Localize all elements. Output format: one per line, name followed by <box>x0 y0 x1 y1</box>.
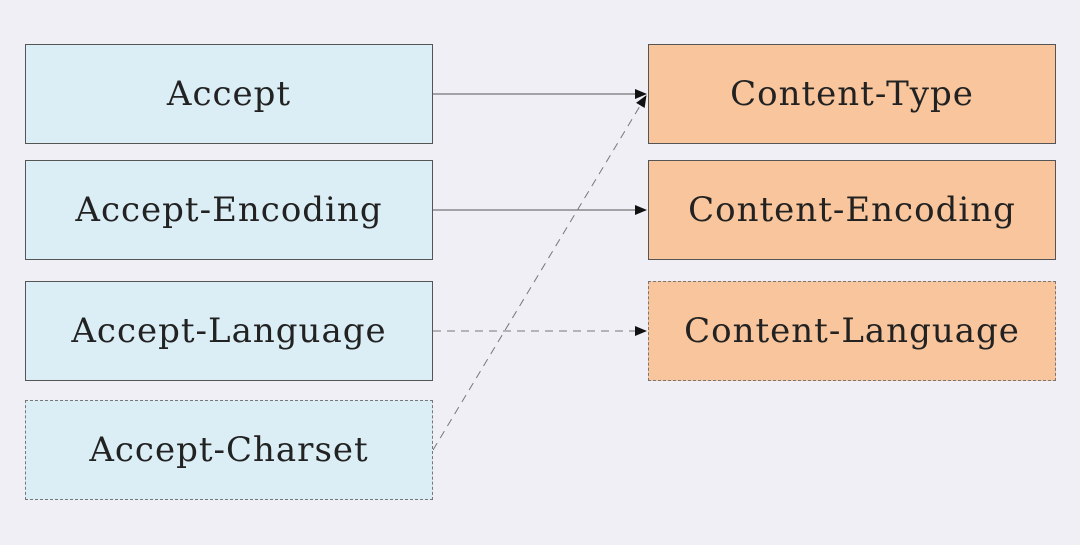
node-label: Content-Language <box>684 311 1020 351</box>
node-label: Accept <box>166 74 292 114</box>
node-content-language: Content-Language <box>648 281 1056 381</box>
node-accept-encoding: Accept-Encoding <box>25 160 433 260</box>
node-content-type: Content-Type <box>648 44 1056 144</box>
arrow-accept-charset-to-content-type <box>432 95 647 451</box>
node-accept-language: Accept-Language <box>25 281 433 381</box>
node-label: Accept-Encoding <box>75 190 383 230</box>
node-label: Accept-Charset <box>89 430 369 470</box>
node-accept: Accept <box>25 44 433 144</box>
node-label: Content-Type <box>730 74 974 114</box>
node-label: Accept-Language <box>71 311 387 351</box>
node-label: Content-Encoding <box>688 190 1016 230</box>
node-accept-charset: Accept-Charset <box>25 400 433 500</box>
node-content-encoding: Content-Encoding <box>648 160 1056 260</box>
